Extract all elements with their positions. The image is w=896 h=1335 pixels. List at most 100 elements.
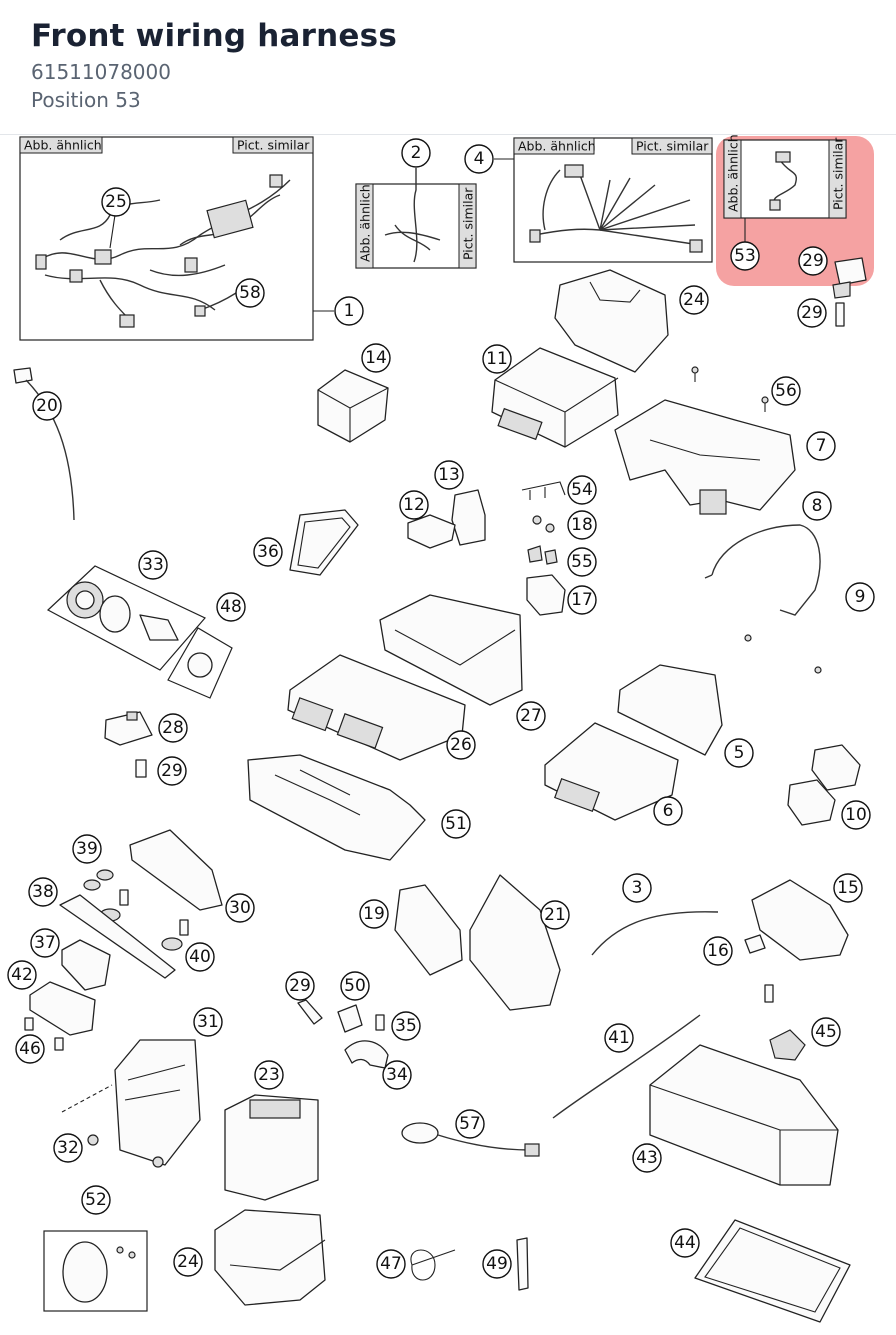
callout-30[interactable]: 30 [225, 893, 255, 923]
header-divider [0, 134, 896, 135]
callout-49[interactable]: 49 [482, 1249, 512, 1279]
callout-53[interactable]: 53 [730, 241, 760, 271]
svg-text:Pict. similar: Pict. similar [636, 139, 709, 154]
module-31 [114, 1039, 201, 1166]
svg-text:14: 14 [365, 348, 387, 368]
callout-39[interactable]: 39 [72, 834, 102, 864]
callout-7[interactable]: 7 [806, 431, 836, 461]
callout-25[interactable]: 25 [101, 187, 131, 217]
callout-10[interactable]: 10 [841, 800, 871, 830]
svg-text:6: 6 [663, 801, 674, 821]
callout-26[interactable]: 26 [446, 730, 476, 760]
callout-38[interactable]: 38 [28, 877, 58, 907]
callout-40[interactable]: 40 [185, 942, 215, 972]
svg-text:18: 18 [571, 515, 593, 535]
callout-37[interactable]: 37 [30, 928, 60, 958]
callout-14[interactable]: 14 [361, 343, 391, 373]
callout-1[interactable]: 1 [334, 296, 364, 326]
callout-24-top[interactable]: 24 [679, 285, 709, 315]
callout-21[interactable]: 21 [540, 900, 570, 930]
callout-29-left[interactable]: 29 [157, 756, 187, 786]
callout-56[interactable]: 56 [771, 376, 801, 406]
callout-35[interactable]: 35 [391, 1011, 421, 1041]
tag-abb-vertical: Abb. ähnlich [355, 183, 374, 269]
callout-18[interactable]: 18 [567, 510, 597, 540]
callout-6[interactable]: 6 [653, 796, 683, 826]
callout-51[interactable]: 51 [441, 809, 471, 839]
callout-23[interactable]: 23 [254, 1060, 284, 1090]
callout-11[interactable]: 11 [482, 344, 512, 374]
callout-15[interactable]: 15 [833, 873, 863, 903]
callout-28[interactable]: 28 [158, 713, 188, 743]
callout-42[interactable]: 42 [7, 960, 37, 990]
callout-32[interactable]: 32 [53, 1133, 83, 1163]
svg-text:7: 7 [816, 436, 827, 456]
tag-abb: Abb. ähnlich [19, 136, 103, 154]
svg-text:49: 49 [486, 1254, 508, 1274]
callout-31[interactable]: 31 [193, 1007, 223, 1037]
callout-43[interactable]: 43 [632, 1143, 662, 1173]
svg-text:32: 32 [57, 1138, 79, 1158]
svg-text:28: 28 [162, 718, 184, 738]
callout-50[interactable]: 50 [340, 971, 370, 1001]
callout-33[interactable]: 33 [138, 550, 168, 580]
callout-29-top-b[interactable]: 29 [797, 298, 827, 328]
callout-48[interactable]: 48 [216, 592, 246, 622]
sensor-57 [401, 1122, 439, 1144]
harness-box-1: Abb. ähnlich Pict. similar [19, 136, 314, 341]
callout-58[interactable]: 58 [235, 278, 265, 308]
callout-17[interactable]: 17 [567, 585, 597, 615]
callout-52[interactable]: 52 [81, 1185, 111, 1215]
svg-text:43: 43 [636, 1148, 658, 1168]
callout-20[interactable]: 20 [32, 391, 62, 421]
callout-45[interactable]: 45 [811, 1017, 841, 1047]
svg-text:24: 24 [683, 290, 705, 310]
callout-3[interactable]: 3 [622, 873, 652, 903]
callout-27[interactable]: 27 [516, 701, 546, 731]
callout-4[interactable]: 4 [464, 144, 494, 174]
harness-box-2: Abb. ähnlich Pict. similar [355, 168, 477, 269]
callout-8[interactable]: 8 [802, 491, 832, 521]
svg-text:34: 34 [386, 1065, 408, 1085]
battery-43 [649, 1044, 839, 1186]
relay-17 [526, 574, 566, 616]
callout-13[interactable]: 13 [434, 460, 464, 490]
callout-29-top-a[interactable]: 29 [798, 246, 828, 276]
callout-29-mid[interactable]: 29 [285, 971, 315, 1001]
callout-57[interactable]: 57 [455, 1109, 485, 1139]
callout-19[interactable]: 19 [359, 899, 389, 929]
callout-2[interactable]: 2 [401, 138, 431, 168]
callout-5[interactable]: 5 [724, 738, 754, 768]
svg-text:Abb. ähnlich: Abb. ähnlich [24, 138, 102, 153]
page-title: Front wiring harness [31, 18, 397, 54]
callout-54[interactable]: 54 [567, 475, 597, 505]
callout-12[interactable]: 12 [399, 490, 429, 520]
svg-text:41: 41 [608, 1028, 630, 1048]
callout-16[interactable]: 16 [703, 936, 733, 966]
svg-text:9: 9 [855, 587, 866, 607]
damper-30 [129, 829, 223, 911]
battery-mat-44 [694, 1219, 851, 1323]
holder-37 [61, 939, 111, 991]
callout-46[interactable]: 46 [15, 1034, 45, 1064]
svg-text:17: 17 [571, 590, 593, 610]
callout-41[interactable]: 41 [604, 1023, 634, 1053]
callout-55[interactable]: 55 [567, 547, 597, 577]
holder-38 [59, 894, 176, 979]
svg-text:2: 2 [411, 143, 422, 163]
cable-tie-47 [410, 1249, 456, 1281]
callout-24-bottom[interactable]: 24 [173, 1247, 203, 1277]
svg-text:27: 27 [520, 706, 542, 726]
svg-text:Abb. ähnlich: Abb. ähnlich [726, 134, 741, 212]
position-label: Position 53 [31, 88, 141, 112]
svg-text:12: 12 [403, 495, 425, 515]
callout-47[interactable]: 47 [376, 1249, 406, 1279]
ecu-cover-24-top [554, 269, 669, 373]
callout-36[interactable]: 36 [253, 537, 283, 567]
callout-34[interactable]: 34 [382, 1060, 412, 1090]
cable-41 [552, 1014, 701, 1119]
callout-44[interactable]: 44 [670, 1228, 700, 1258]
callout-9[interactable]: 9 [845, 582, 875, 612]
tag-pict: Pict. similar [232, 136, 314, 154]
module-19 [394, 884, 463, 976]
